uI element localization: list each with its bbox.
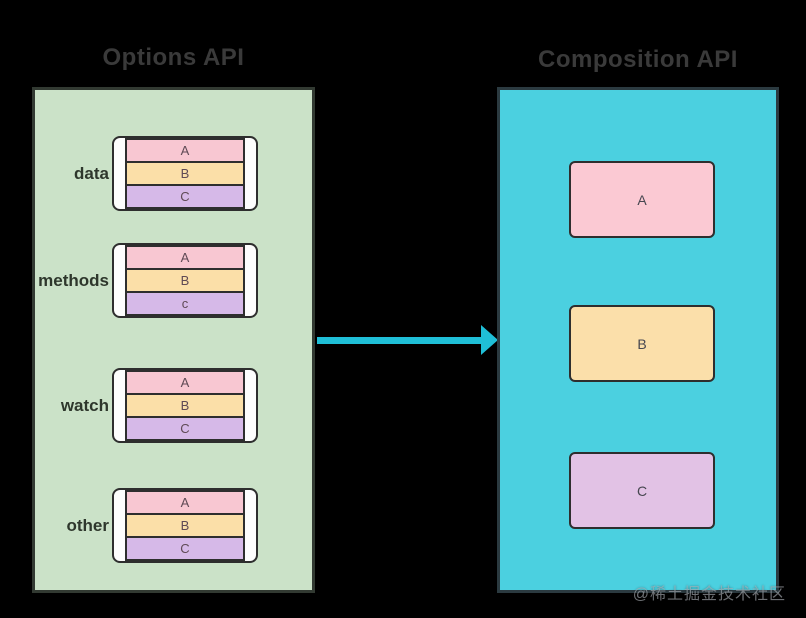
group-label: methods bbox=[38, 270, 109, 290]
options-stack: A B C bbox=[112, 368, 258, 443]
watermark: @稀土掘金技术社区 bbox=[632, 586, 786, 603]
arrow-right-icon bbox=[317, 337, 482, 344]
stack-row: B bbox=[125, 161, 245, 186]
stack-row: A bbox=[125, 370, 245, 395]
group-label: other bbox=[66, 515, 110, 535]
arrow-right-icon bbox=[481, 325, 498, 355]
stack-row: B bbox=[125, 268, 245, 293]
stack-row: B bbox=[125, 393, 245, 418]
options-stack: A B c bbox=[112, 243, 258, 318]
composition-box: C bbox=[569, 452, 715, 529]
group-label: watch bbox=[60, 395, 109, 415]
composition-box: A bbox=[569, 161, 715, 238]
stack-row: A bbox=[125, 138, 245, 163]
options-api-title: Options API bbox=[102, 44, 245, 71]
stack-row: c bbox=[125, 291, 245, 316]
options-group-watch: watch A B C bbox=[35, 368, 312, 443]
composition-api-title: Composition API bbox=[538, 46, 738, 73]
options-group-data: data A B C bbox=[35, 136, 312, 211]
options-stack: A B C bbox=[112, 488, 258, 563]
stack-row: C bbox=[125, 536, 245, 561]
stack-row: B bbox=[125, 513, 245, 538]
composition-box: B bbox=[569, 305, 715, 382]
stack-row: C bbox=[125, 184, 245, 209]
options-api-panel: data A B C methods A B c watch A B C oth… bbox=[32, 87, 315, 593]
stack-row: A bbox=[125, 490, 245, 515]
composition-api-panel: A B C bbox=[497, 87, 779, 593]
options-stack: A B C bbox=[112, 136, 258, 211]
stack-row: C bbox=[125, 416, 245, 441]
options-group-methods: methods A B c bbox=[35, 243, 312, 318]
stack-row: A bbox=[125, 245, 245, 270]
options-group-other: other A B C bbox=[35, 488, 312, 563]
group-label: data bbox=[74, 163, 109, 183]
